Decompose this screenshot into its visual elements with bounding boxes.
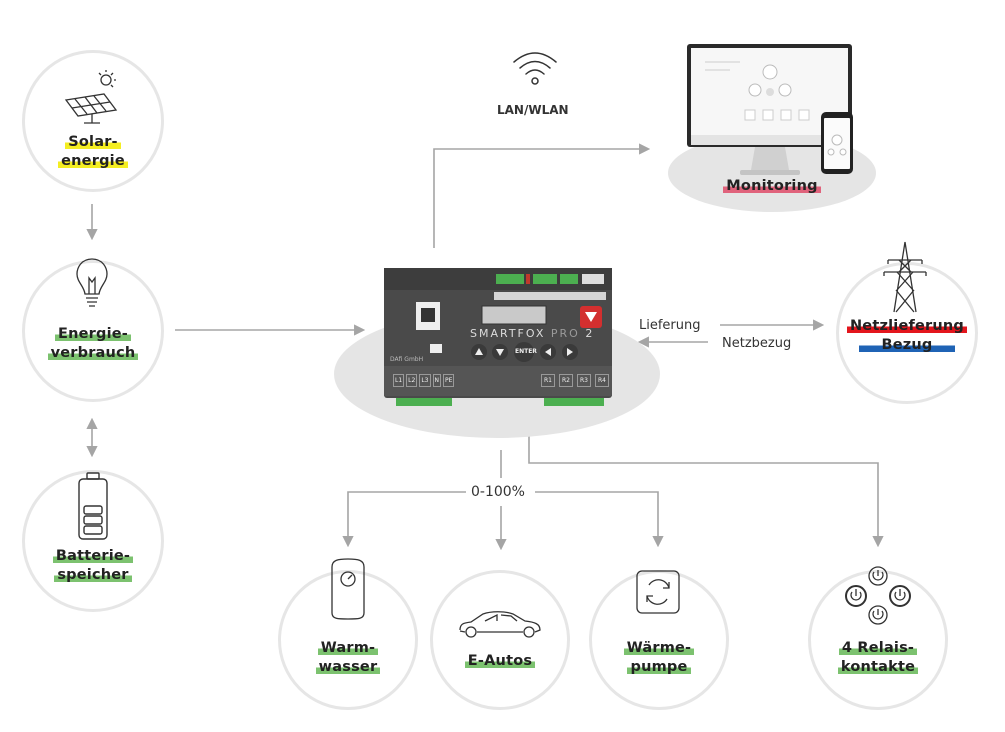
power-buttons-icon — [845, 566, 911, 625]
range-label: 0-100% — [471, 484, 525, 500]
arrow-to-hotwater — [342, 491, 466, 548]
power-pylon-icon — [883, 241, 927, 313]
solar-node — [22, 50, 164, 192]
device-brand: SMARTFOX PRO 2 — [470, 327, 595, 340]
battery-node — [22, 470, 164, 612]
device-relays: R1 R2 R3 R4 — [541, 374, 609, 387]
input-pe: PE — [443, 374, 455, 387]
arrow-device-to-monitoring — [433, 143, 651, 248]
supply-label: Netzbezug — [722, 336, 792, 351]
ecars-node — [430, 570, 570, 710]
input-l1: L1 — [393, 374, 405, 387]
grid-node — [836, 262, 978, 404]
device-enter-label: ENTER — [515, 348, 537, 355]
light-bulb-icon — [76, 258, 108, 307]
heatpump-label: Wärme- pumpe — [594, 639, 724, 677]
smartfox-device — [384, 268, 612, 406]
car-icon — [459, 611, 541, 638]
relay-r4: R4 — [595, 374, 609, 387]
relay-r3: R3 — [577, 374, 591, 387]
relay-r1: R1 — [541, 374, 555, 387]
hotwater-label: Warm- wasser — [283, 639, 413, 677]
water-heater-icon — [331, 558, 365, 620]
heat-pump-icon — [636, 570, 680, 614]
relay-r2: R2 — [559, 374, 573, 387]
ecars-label: E-Autos — [435, 652, 565, 671]
solar-label: Solar- energie — [28, 133, 158, 171]
arrow-to-heatpump — [535, 491, 664, 548]
input-n: N — [432, 374, 442, 387]
monitor-icon — [687, 44, 853, 175]
wifi-icon — [513, 52, 557, 85]
lan-label: LAN/WLAN — [497, 103, 569, 117]
consumption-label: Energie- verbrauch — [28, 325, 158, 363]
device-maker: DAfi GmbH — [390, 356, 424, 363]
input-l3: L3 — [419, 374, 431, 387]
hotwater-node — [278, 570, 418, 710]
battery-icon — [78, 472, 108, 540]
battery-label: Batterie- speicher — [28, 547, 158, 585]
monitoring-label: Monitoring — [712, 177, 832, 196]
relays-label: 4 Relais- kontakte — [813, 639, 943, 677]
arrow-to-relays — [528, 412, 884, 548]
device-inputs: L1 L2 L3 N PE — [393, 374, 455, 387]
relays-node — [808, 570, 948, 710]
grid-label: Netzlieferung Bezug — [835, 317, 979, 355]
input-l2: L2 — [406, 374, 418, 387]
delivery-label: Lieferung — [639, 318, 701, 333]
solar-panel-icon — [64, 70, 118, 124]
